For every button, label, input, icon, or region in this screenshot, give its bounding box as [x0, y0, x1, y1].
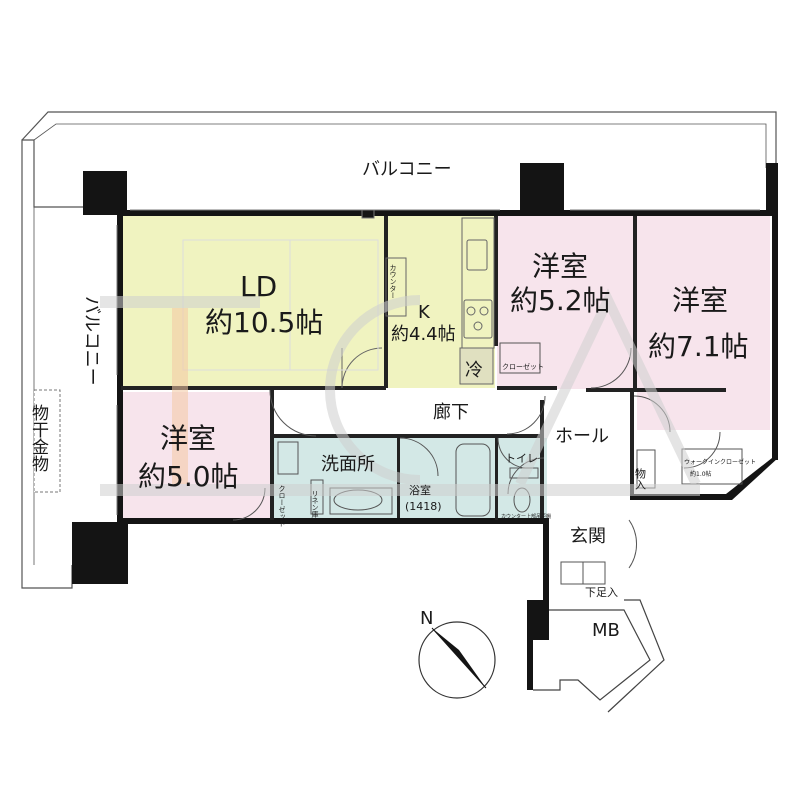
closet-a-label: クローゼット [502, 362, 544, 371]
kitchen-size-label: 約4.4帖 [391, 324, 456, 345]
kitchen-label: K [418, 302, 431, 323]
compass-ring [418, 621, 496, 699]
walkin-closet-label: ウォークインクローゼット [684, 458, 756, 466]
ld-label: LD [240, 270, 277, 303]
toilet-counter-label: カウンター上部吊戸棚 [501, 513, 551, 520]
walls [72, 163, 778, 690]
linen-label: リネン庫 [311, 490, 319, 519]
mb-label: MB [592, 620, 620, 641]
laundry-rack-label: 物干金物 [28, 404, 49, 472]
ld-size-label: 約10.5帖 [205, 306, 323, 339]
western-room-a-label: 洋室 [532, 250, 588, 283]
bath-size-label: (1418) [405, 500, 442, 513]
western-room-c-size: 約5.0帖 [138, 460, 239, 493]
western-room-c-fill [121, 392, 271, 520]
walkin-closet-size: 約1.0帖 [690, 470, 712, 478]
bath-label: 浴室 [409, 483, 431, 497]
compass: N [418, 608, 496, 699]
balcony-outline [21, 111, 777, 589]
shoe-storage-label: 下足入 [585, 586, 618, 599]
closet-c-label: クローゼット [278, 485, 286, 527]
washroom-fill [273, 438, 397, 518]
balcony-top-label: バルコニー [362, 159, 452, 180]
watermark [100, 288, 701, 496]
balcony-left-label: バルコニー [81, 296, 102, 386]
laundry-rack-box [33, 389, 61, 493]
bath-fixtures [277, 441, 539, 517]
compass-north-label: N [420, 608, 433, 629]
washroom-label: 洗面所 [321, 454, 375, 475]
western-room-a-size: 約5.2帖 [510, 284, 611, 317]
western-room-b-size: 約7.1帖 [648, 330, 749, 363]
storage-label: 物入 [634, 467, 647, 490]
corridor-label: 廊下 [433, 402, 469, 423]
mb-room [533, 599, 665, 713]
western-room-b-label: 洋室 [672, 284, 728, 317]
hall-label: ホール [555, 426, 609, 447]
counter-label: カウンター [389, 264, 397, 299]
kitchen-fixtures [341, 217, 495, 389]
western-room-b-fill [637, 214, 770, 430]
fridge-label: 冷 [465, 360, 483, 381]
entrance-label: 玄関 [570, 526, 606, 547]
toilet-label: トイレ [505, 452, 538, 465]
western-room-c-label: 洋室 [160, 422, 216, 455]
